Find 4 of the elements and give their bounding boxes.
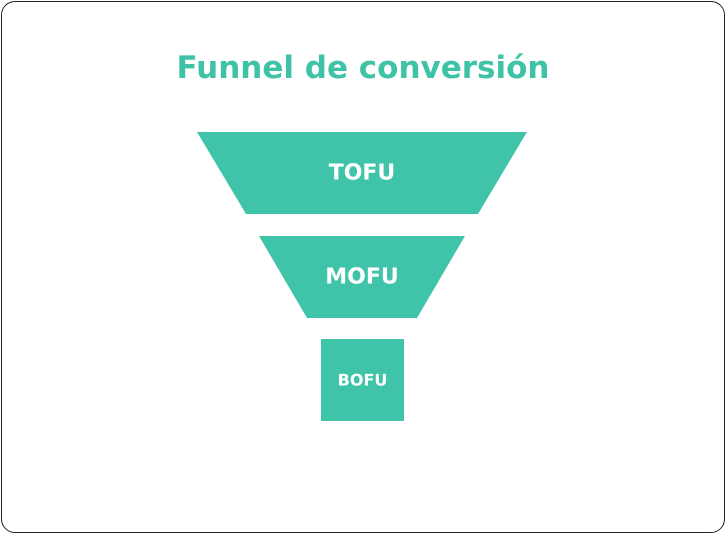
stage-label: MOFU — [325, 264, 399, 290]
title: Funnel de conversión — [176, 50, 550, 86]
stage-label: BOFU — [338, 370, 388, 390]
stage-label: TOFU — [328, 160, 396, 186]
